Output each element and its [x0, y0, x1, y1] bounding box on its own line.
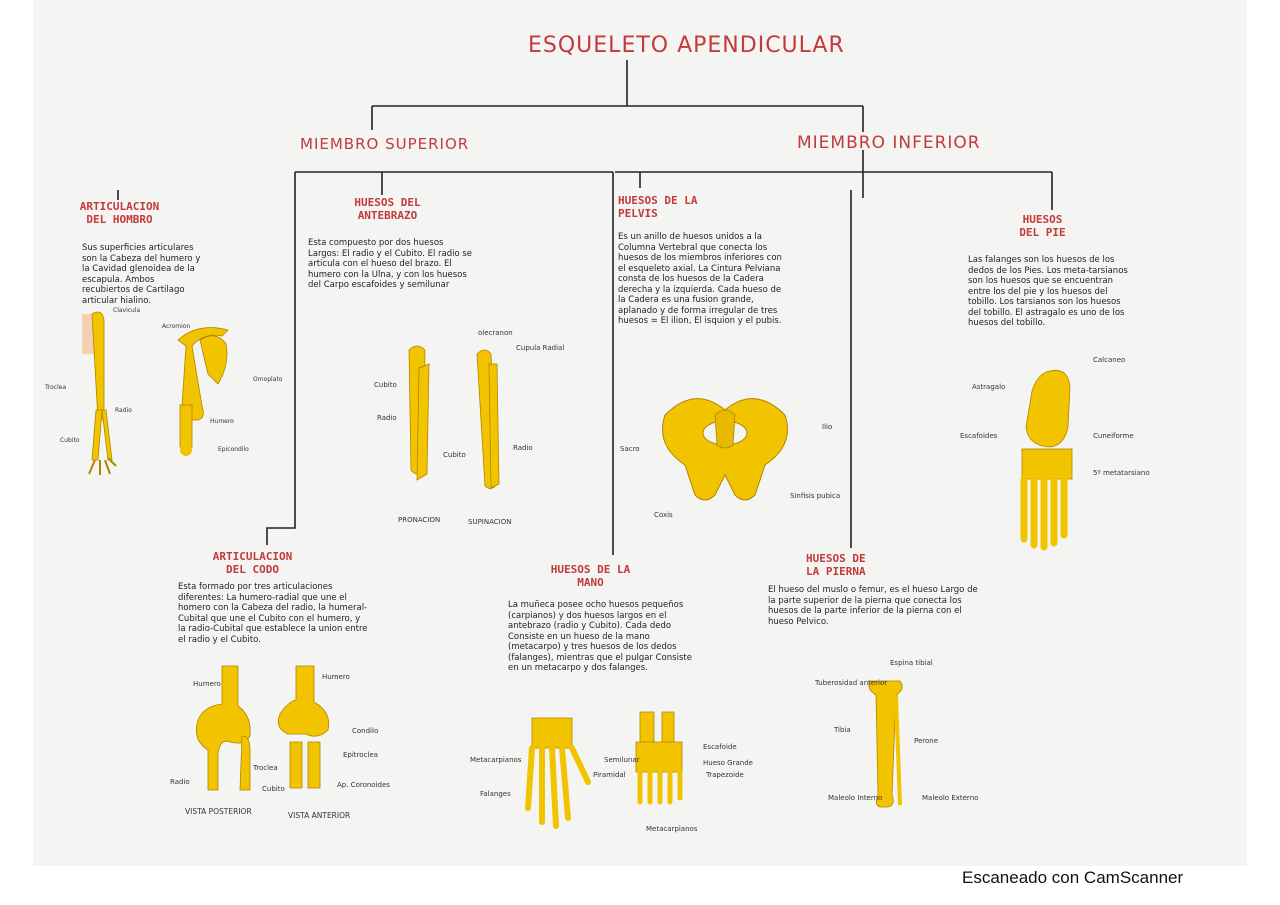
label-tibia: Tibia [834, 726, 851, 734]
label-metacarpianos: Metacarpianos [470, 756, 522, 764]
caption-pronacion: PRONACION [398, 516, 441, 524]
label-troclea-hombro: Troclea [45, 384, 67, 391]
leg-figure [868, 680, 903, 808]
label-astragalo: Astragalo [972, 383, 1006, 391]
label-cubito-2: Cubito [443, 451, 466, 459]
branch-superior-title: MIEMBRO SUPERIOR [300, 135, 470, 153]
branch-inferior-title: MIEMBRO INFERIOR [797, 133, 981, 153]
text-pelvis: Es un anillo de huesos unidos a la Colum… [618, 232, 782, 326]
elbow-figure [195, 665, 330, 791]
label-sacro: Sacro [620, 445, 640, 453]
forearm-figure [408, 345, 500, 489]
label-radio-codo: Radio [170, 778, 190, 786]
label-cubito-hombro: Cubito [60, 437, 80, 444]
label-humero-codo-2: Humero [322, 673, 350, 681]
label-5-metatarsiano: 5º metatarsiano [1093, 469, 1150, 477]
text-hombro: Sus superficies articulares son la Cabez… [82, 243, 201, 306]
text-pierna: El hueso del muslo o femur, es el hueso … [768, 585, 978, 627]
label-humero-codo: Humero [193, 680, 221, 688]
label-radio-2: Radio [513, 444, 533, 452]
heading-antebrazo: HUESOS DEL ANTEBRAZO [354, 196, 421, 222]
shoulder-arm-figure [82, 311, 229, 475]
label-piramidal: Piramidal [593, 771, 626, 779]
label-cupula-radial: Cupula Radial [516, 344, 565, 352]
label-acromion: Acromion [162, 323, 191, 330]
label-maleolo-externo: Maleolo Externo [922, 794, 979, 802]
label-tuberosidad: Tuberosidad anterior [815, 679, 888, 687]
label-semilunar: Semilunar [604, 756, 640, 764]
label-humero-hombro: Humero [210, 418, 234, 425]
label-olecranon: olecranon [478, 329, 513, 337]
label-calcaneo: Calcaneo [1093, 356, 1126, 364]
label-perone: Perone [914, 737, 939, 745]
caption-vista-anterior: VISTA ANTERIOR [288, 811, 351, 820]
hand-figure [525, 711, 683, 829]
label-epitroclea: Epitroclea [343, 751, 378, 759]
label-sinfisis-pubica: Sinfisis pubica [790, 492, 841, 500]
label-cubito: Cubito [374, 381, 397, 389]
label-espina-tibial: Espina tibial [890, 659, 933, 667]
label-falanges: Falanges [480, 790, 511, 798]
label-troclea: Troclea [253, 764, 278, 772]
heading-pelvis: HUESOS DE LA PELVIS [618, 194, 698, 220]
text-codo: Esta formado por tres articulaciones dif… [178, 582, 368, 645]
label-omoplato: Omoplato [253, 376, 283, 383]
label-radio-hombro: Radio [115, 407, 132, 414]
scanner-watermark: Escaneado con CamScanner [962, 868, 1184, 887]
label-escafoide: Escafoide [703, 743, 737, 751]
heading-codo: ARTICULACION DEL CODO [212, 550, 293, 576]
label-maleolo-interno: Maleolo Interno [828, 794, 883, 802]
text-pie: Las falanges son los huesos de los dedos… [968, 255, 1128, 328]
label-ilio: Ilio [822, 423, 833, 431]
label-metacarpianos-2: Metacarpianos [646, 825, 698, 833]
text-antebrazo: Esta compuesto por dos huesos Largos: El… [308, 238, 473, 290]
heading-pierna: HUESOS DE LA PIERNA [806, 552, 866, 578]
label-hueso-grande: Hueso Grande [703, 759, 753, 767]
label-ap-coronoides: Ap. Coronoides [337, 781, 390, 789]
main-title: ESQUELETO APENDICULAR [528, 33, 845, 58]
pelvis-figure [662, 398, 788, 501]
label-radio: Radio [377, 414, 397, 422]
heading-hombro: ARTICULACION DEL HOMBRO [79, 200, 160, 226]
label-cubito-codo: Cubito [262, 785, 285, 793]
label-clavicula: Clavicula [113, 307, 141, 314]
label-escafoides: Escafoides [960, 432, 998, 440]
foot-figure [1020, 369, 1073, 551]
label-cuneiforme: Cuneiforme [1093, 432, 1134, 440]
label-coxis: Coxis [654, 511, 673, 519]
heading-mano: HUESOS DE LA MANO [550, 563, 631, 589]
text-mano: La muñeca posee ocho huesos pequeños (ca… [508, 600, 692, 673]
label-epicondilo: Epicondilo [218, 446, 249, 453]
label-condilo: Condilo [352, 727, 379, 735]
caption-vista-posterior: VISTA POSTERIOR [185, 807, 252, 816]
label-trapezoide: Trapezoide [706, 771, 744, 779]
caption-supinacion: SUPINACION [468, 518, 512, 526]
heading-pie: HUESOS DEL PIE [1019, 213, 1066, 239]
